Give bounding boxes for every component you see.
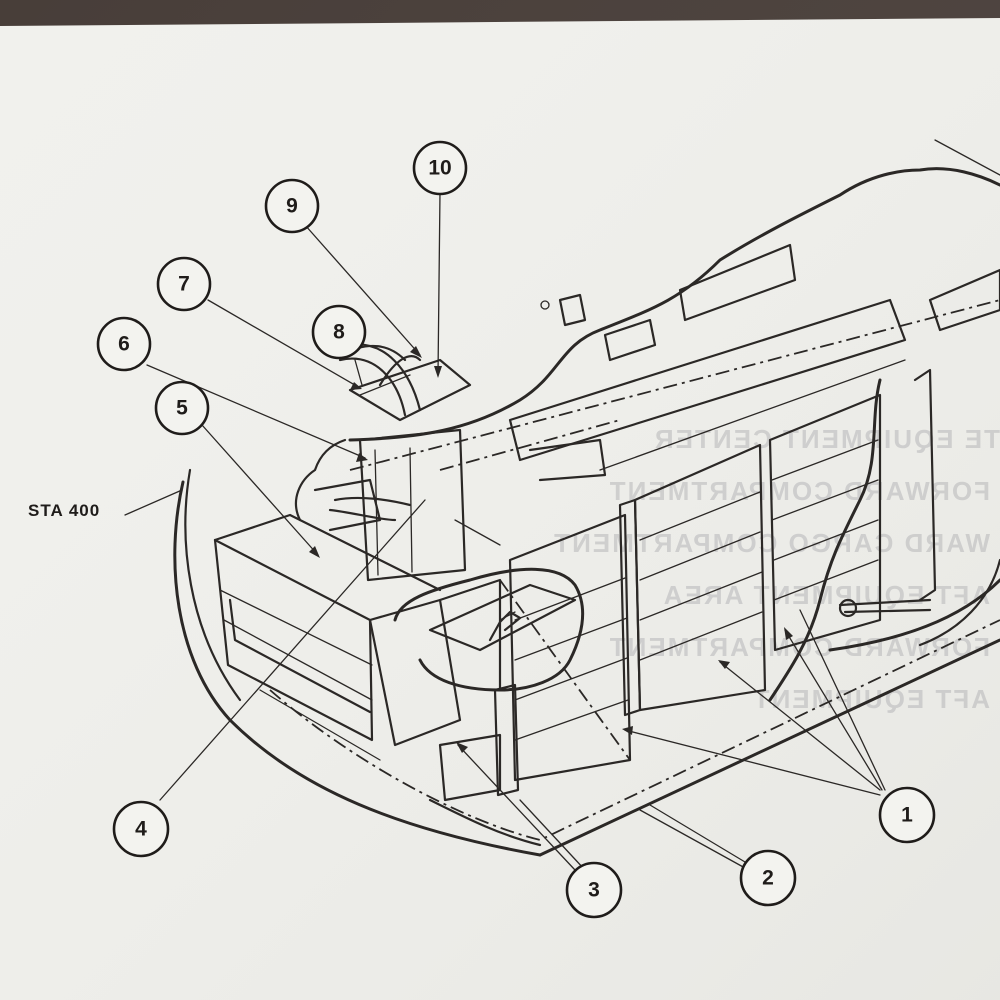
callout-4: 4 bbox=[112, 800, 170, 858]
callout-6-label: 6 bbox=[118, 333, 130, 356]
callout-10: 10 bbox=[412, 140, 468, 196]
station-label: STA 400 bbox=[28, 501, 100, 520]
callout-8-label: 8 bbox=[333, 321, 345, 344]
callout-9-label: 9 bbox=[286, 195, 298, 218]
svg-text:WARD CARGO COMPARTMENT: WARD CARGO COMPARTMENT bbox=[552, 528, 990, 558]
callout-7: 7 bbox=[156, 256, 212, 312]
callout-2: 2 bbox=[739, 849, 797, 907]
callout-5: 5 bbox=[154, 380, 210, 436]
callout-9: 9 bbox=[264, 178, 320, 234]
callout-8: 8 bbox=[311, 304, 367, 360]
svg-text:FORWARD COMPARTMENT: FORWARD COMPARTMENT bbox=[608, 476, 990, 506]
callout-1-label: 1 bbox=[901, 804, 913, 827]
callout-6: 6 bbox=[96, 316, 152, 372]
callout-2-label: 2 bbox=[762, 867, 774, 890]
callout-1: 1 bbox=[878, 786, 936, 844]
svg-text:TE EQUIPMENT CENTER: TE EQUIPMENT CENTER bbox=[653, 424, 1000, 454]
callout-10-label: 10 bbox=[428, 157, 451, 180]
leader-lines bbox=[124, 191, 886, 871]
callout-3-label: 3 bbox=[588, 879, 600, 902]
callout-7-label: 7 bbox=[178, 273, 190, 296]
callout-3: 3 bbox=[565, 861, 623, 919]
svg-text:FORWARD COMPARTMENT: FORWARD COMPARTMENT bbox=[608, 632, 990, 662]
callout-4-label: 4 bbox=[135, 818, 147, 841]
svg-text:AFT EQUIPMENT AREA: AFT EQUIPMENT AREA bbox=[662, 580, 990, 610]
callout-5-label: 5 bbox=[176, 397, 188, 420]
